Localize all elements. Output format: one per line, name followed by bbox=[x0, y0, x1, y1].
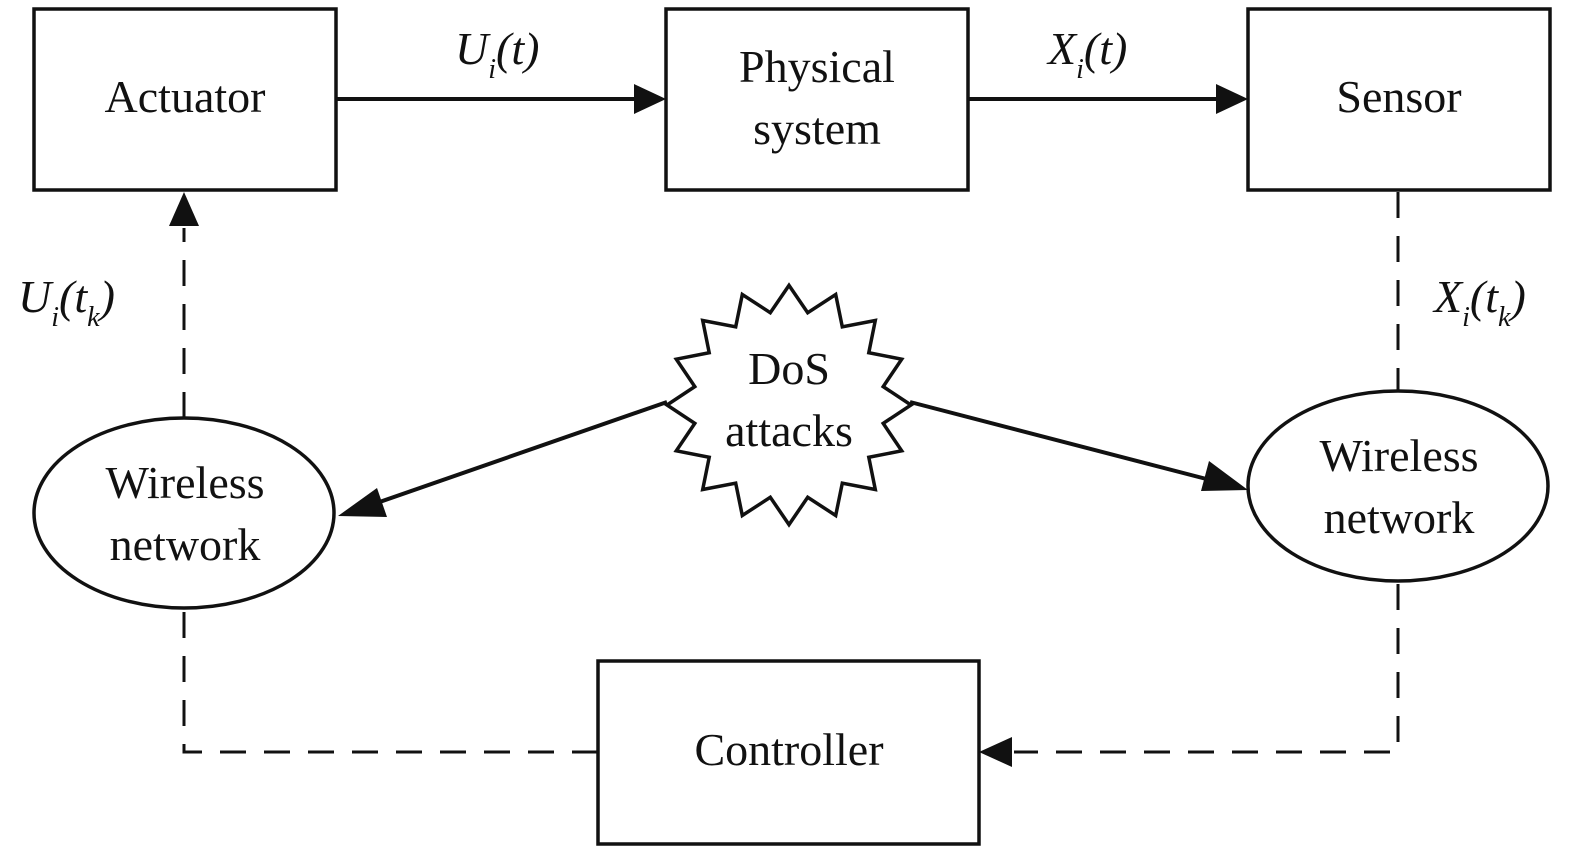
wireless-left-label-line2: network bbox=[110, 519, 261, 570]
arrowhead-actuator bbox=[169, 192, 199, 226]
arrowhead-right-network bbox=[1201, 461, 1248, 491]
arrowhead-sensor bbox=[1216, 84, 1248, 114]
wireless-right-label-line1: Wireless bbox=[1319, 430, 1478, 481]
signal-ui-tk: Ui(tk) bbox=[18, 271, 115, 333]
signal-xi-t: Xi(t) bbox=[1046, 23, 1127, 85]
dashed-controller-to-left-network bbox=[182, 610, 598, 754]
physical-system-box bbox=[664, 7, 970, 192]
signal-xi-tk: Xi(tk) bbox=[1432, 271, 1526, 333]
signal-ui-t: Ui(t) bbox=[455, 23, 539, 85]
controller-box bbox=[596, 659, 981, 846]
actuator-box bbox=[32, 7, 338, 192]
physical-system-label-line2: system bbox=[753, 103, 881, 154]
physical-system-label-line1: Physical bbox=[739, 41, 895, 92]
arrowhead-controller bbox=[979, 737, 1012, 767]
dashed-right-network-to-controller bbox=[1014, 584, 1400, 754]
controller-label: Controller bbox=[694, 724, 883, 775]
dos-label-line1: DoS bbox=[748, 343, 830, 394]
wireless-left-label-line1: Wireless bbox=[105, 457, 264, 508]
arrow-dos-to-right-network bbox=[909, 400, 1219, 484]
sensor-label: Sensor bbox=[1336, 71, 1461, 122]
arrow-dos-to-left-network bbox=[367, 400, 668, 508]
wireless-network-left-ellipse bbox=[32, 416, 336, 610]
dos-label-line2: attacks bbox=[725, 405, 853, 456]
wireless-network-right-ellipse bbox=[1246, 389, 1550, 583]
arrowhead-physical bbox=[634, 84, 666, 114]
wireless-right-label-line2: network bbox=[1324, 492, 1475, 543]
dos-attack-burst bbox=[663, 282, 915, 528]
arrowhead-left-network bbox=[338, 488, 387, 517]
actuator-label: Actuator bbox=[105, 71, 266, 122]
sensor-box bbox=[1246, 7, 1552, 192]
